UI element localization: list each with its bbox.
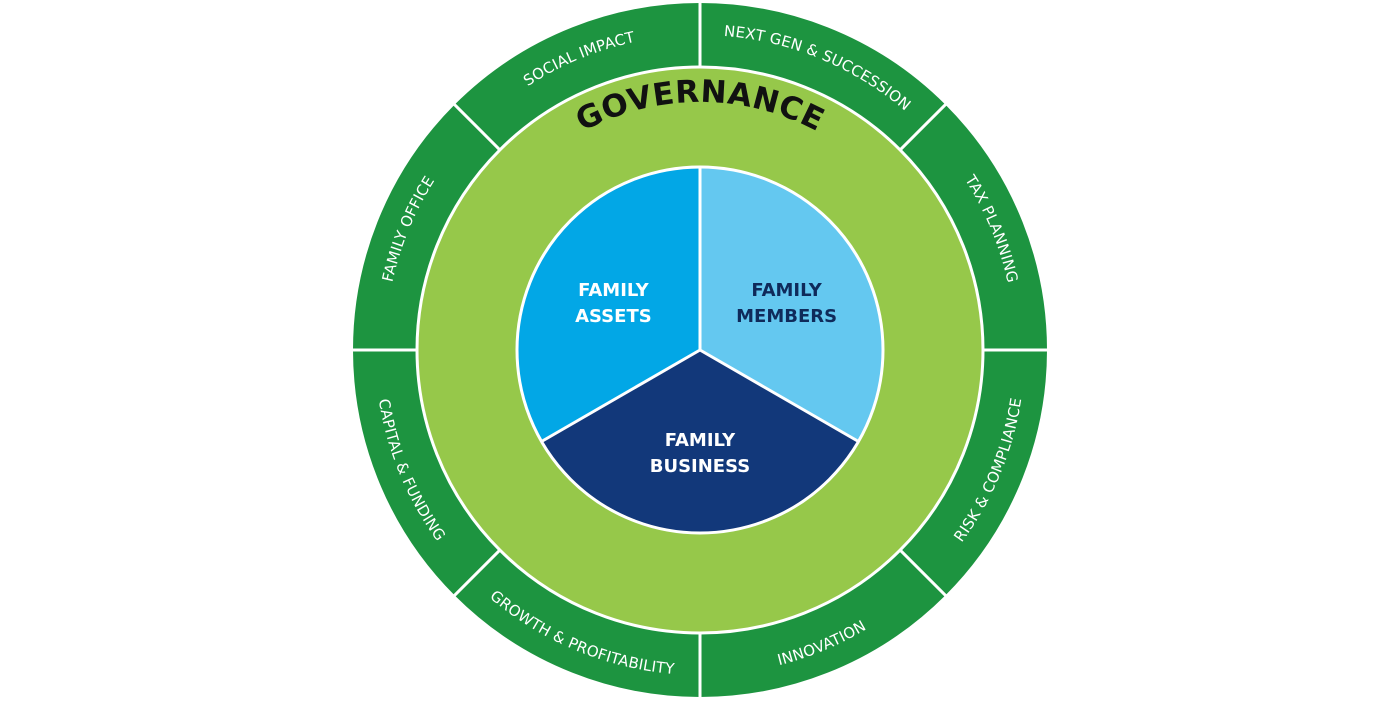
outer-separator: [451, 549, 501, 599]
outer-ring-separators: [350, 0, 1050, 700]
outer-separator: [899, 549, 949, 599]
core-separators: [515, 165, 885, 535]
core-separator: [540, 348, 701, 443]
core-outline: [515, 165, 885, 535]
core-separator: [699, 348, 860, 443]
outer-separator: [899, 101, 949, 151]
outer-separator: [451, 101, 501, 151]
core-sector: [517, 167, 700, 442]
core-sector: [700, 167, 883, 442]
